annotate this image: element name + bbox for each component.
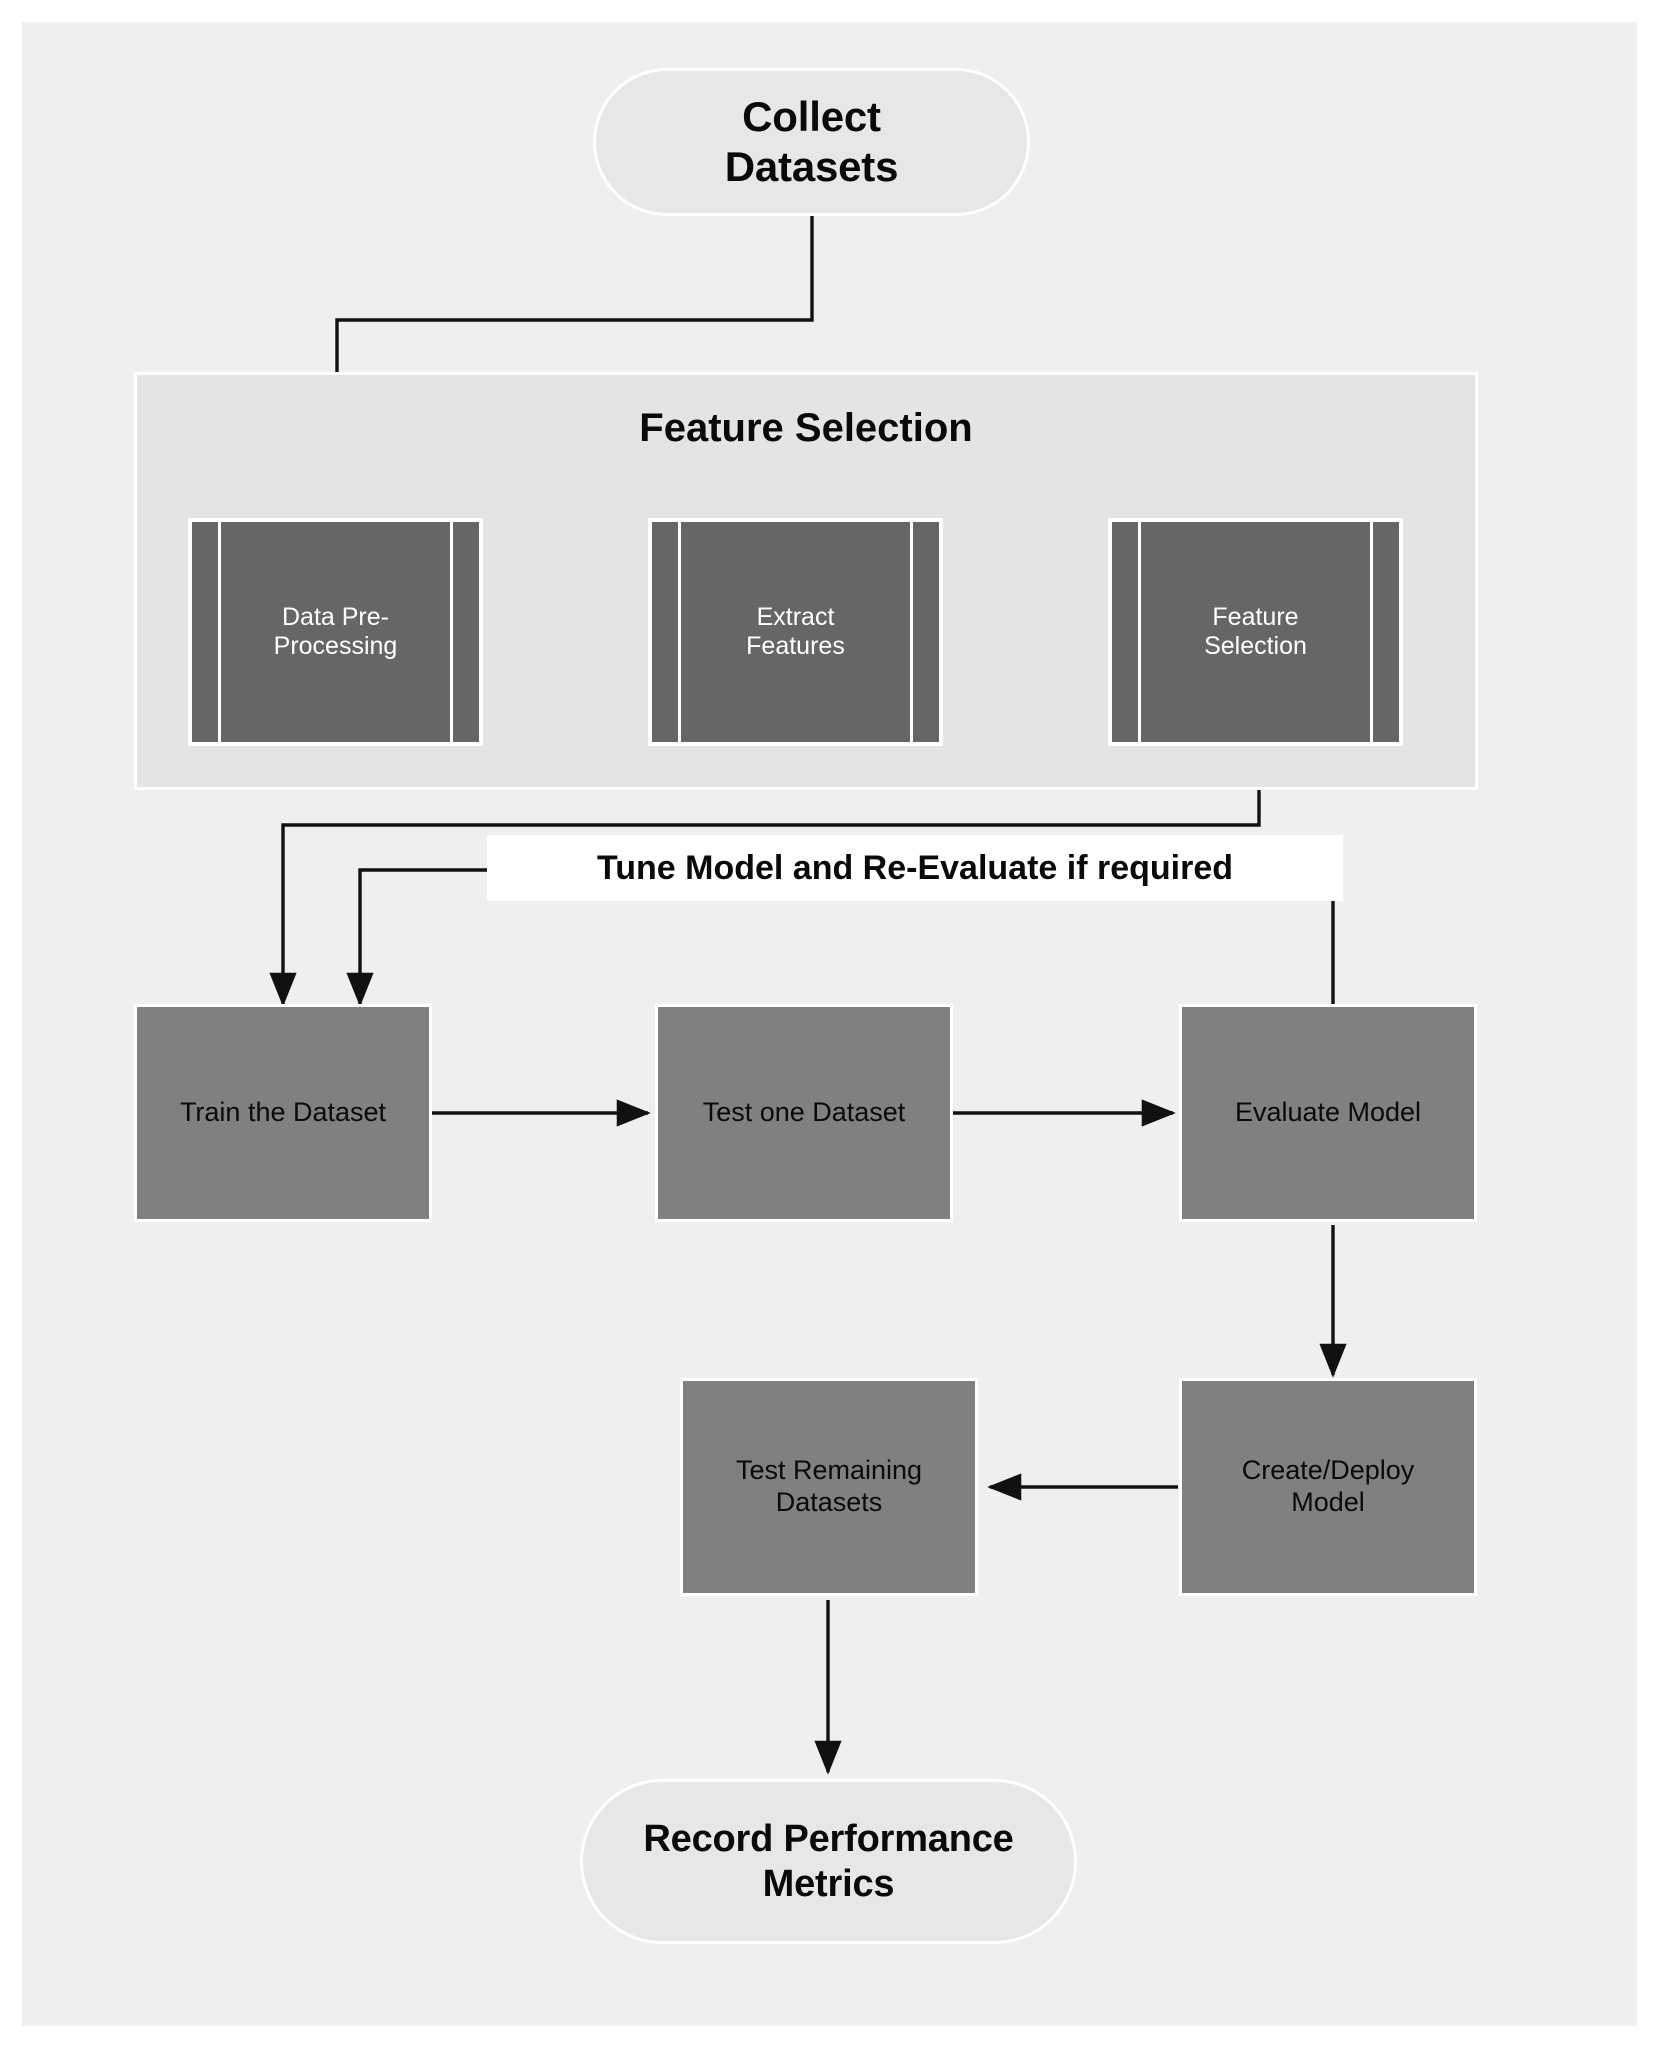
node-extract-features-label: Extract Features — [746, 602, 845, 661]
node-train-the-dataset[interactable]: Train the Dataset — [134, 1004, 432, 1222]
node-data-preprocessing[interactable]: Data Pre- Processing — [188, 518, 483, 746]
node-test-one-dataset-label: Test one Dataset — [702, 1097, 906, 1128]
node-test-remaining-datasets-label: Test Remaining Datasets — [735, 1455, 923, 1517]
edge-label-tune-model: Tune Model and Re-Evaluate if required — [487, 835, 1343, 901]
node-test-one-dataset[interactable]: Test one Dataset — [655, 1004, 953, 1222]
node-evaluate-model-label: Evaluate Model — [1234, 1097, 1422, 1128]
node-data-preprocessing-label: Data Pre- Processing — [273, 602, 398, 661]
node-create-deploy-model-label: Create/Deploy Model — [1241, 1455, 1415, 1517]
node-record-performance-metrics[interactable]: Record Performance Metrics — [580, 1779, 1077, 1944]
node-feature-selection-label: Feature Selection — [1204, 602, 1307, 661]
node-create-deploy-model[interactable]: Create/Deploy Model — [1179, 1378, 1477, 1596]
node-evaluate-model[interactable]: Evaluate Model — [1179, 1004, 1477, 1222]
node-collect-datasets[interactable]: Collect Datasets — [593, 68, 1030, 216]
node-record-performance-metrics-label: Record Performance Metrics — [643, 1817, 1014, 1905]
node-extract-features[interactable]: Extract Features — [648, 518, 943, 746]
feature-selection-group-title: Feature Selection — [639, 406, 973, 450]
node-collect-datasets-label: Collect Datasets — [724, 93, 899, 190]
edge-tunelabel-to-train — [346, 868, 487, 1007]
node-feature-selection[interactable]: Feature Selection — [1108, 518, 1403, 746]
node-test-remaining-datasets[interactable]: Test Remaining Datasets — [680, 1378, 978, 1596]
node-train-the-dataset-label: Train the Dataset — [179, 1097, 387, 1128]
